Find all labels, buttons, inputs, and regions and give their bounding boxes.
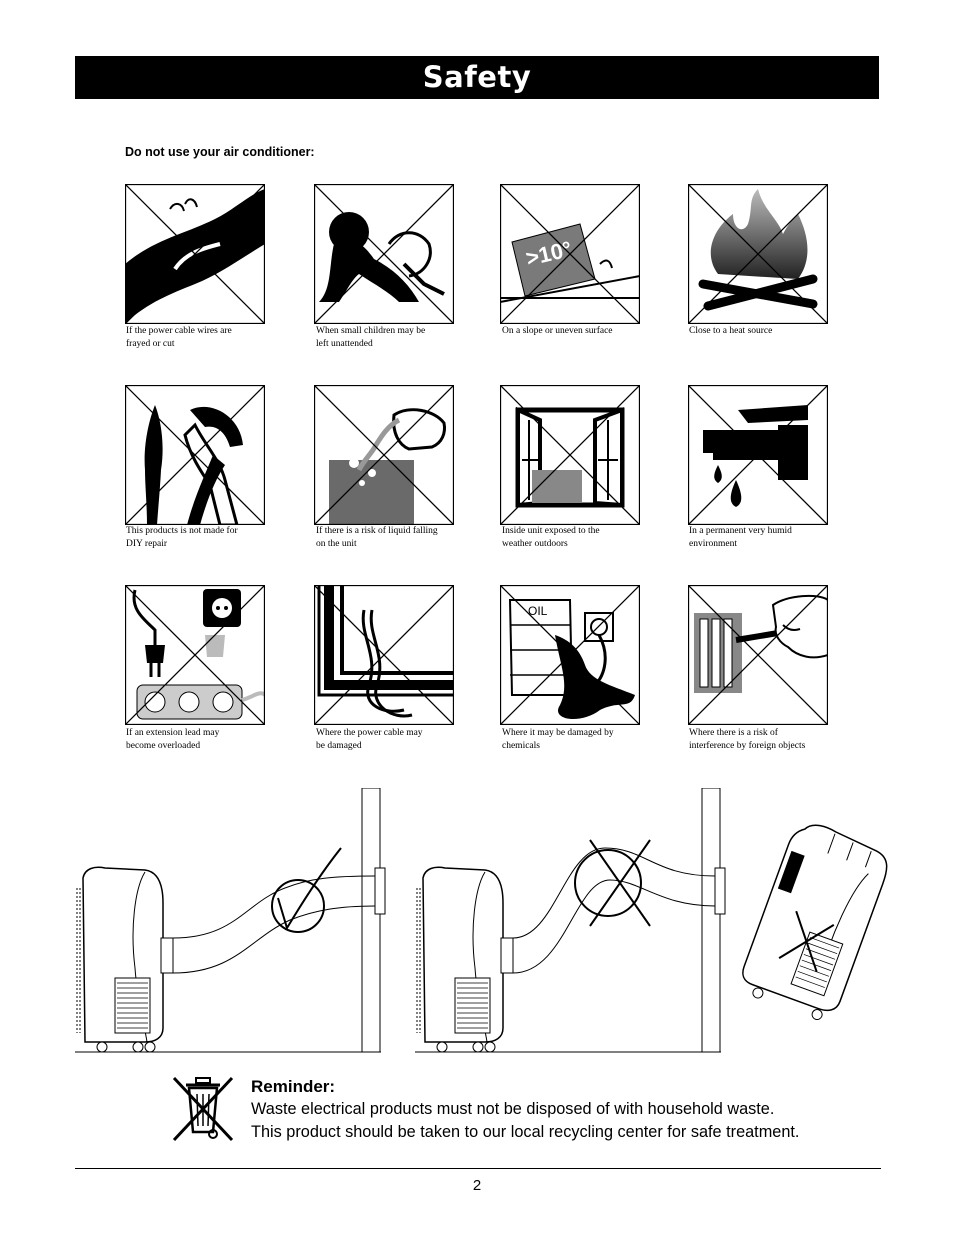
warning-tile-child: [314, 184, 454, 324]
warning-caption-4: Close to a heat source: [689, 326, 773, 336]
page-number: 2: [472, 1177, 482, 1194]
check-mark-icon: [277, 847, 342, 931]
reminder-block: Reminder: Waste electrical products must…: [251, 1075, 799, 1144]
damaged-cable-icon: [314, 585, 454, 725]
incorrect-installation: [415, 788, 726, 1053]
warning-tile-chemicals: OIL: [500, 585, 640, 725]
tap-icon: [688, 385, 828, 525]
warning-caption-3: On a slope or uneven surface: [502, 326, 613, 336]
warning-tile-tools: [125, 385, 265, 525]
installation-diagram: [75, 788, 888, 1053]
warning-tile-frayed-cable: [125, 184, 265, 324]
window-icon: [500, 385, 640, 525]
tilted-unit: [742, 824, 888, 1021]
warning-tile-foreign-objects: [688, 585, 828, 725]
warning-tile-window: [500, 385, 640, 525]
warning-tile-tap: [688, 385, 828, 525]
fire-icon: [688, 184, 828, 324]
correct-installation: [75, 788, 386, 1053]
extension-lead-icon: [125, 585, 265, 725]
installation-illustration: [75, 788, 895, 1058]
page-title-bar: Safety: [75, 56, 879, 99]
page-title: Safety: [422, 60, 532, 94]
liquid-icon: [314, 385, 454, 525]
crossed-bin-icon: [172, 1076, 234, 1142]
foreign-objects-icon: [688, 585, 828, 725]
warning-tile-liquid: [314, 385, 454, 525]
warning-tile-damaged-cable: [314, 585, 454, 725]
slope-icon: >10°: [500, 184, 640, 324]
tools-icon: [125, 385, 265, 525]
warning-tile-fire: [688, 184, 828, 324]
reminder-title: Reminder:: [251, 1077, 336, 1096]
reminder-line-2: This product should be taken to our loca…: [251, 1123, 800, 1141]
warning-tile-extension-lead: [125, 585, 265, 725]
intro-heading: Do not use your air conditioner:: [125, 145, 315, 159]
warning-tile-slope: >10°: [500, 184, 640, 324]
frayed-cable-icon: [125, 184, 265, 324]
cross-mark-icon: [589, 839, 651, 927]
tilted-cross-icon: [778, 910, 835, 973]
child-icon: [314, 184, 454, 324]
svg-text:OIL: OIL: [528, 604, 548, 618]
reminder-line-1: Waste electrical products must not be di…: [251, 1100, 775, 1118]
footer-divider: [75, 1168, 881, 1169]
chemicals-icon: OIL: [500, 585, 640, 725]
